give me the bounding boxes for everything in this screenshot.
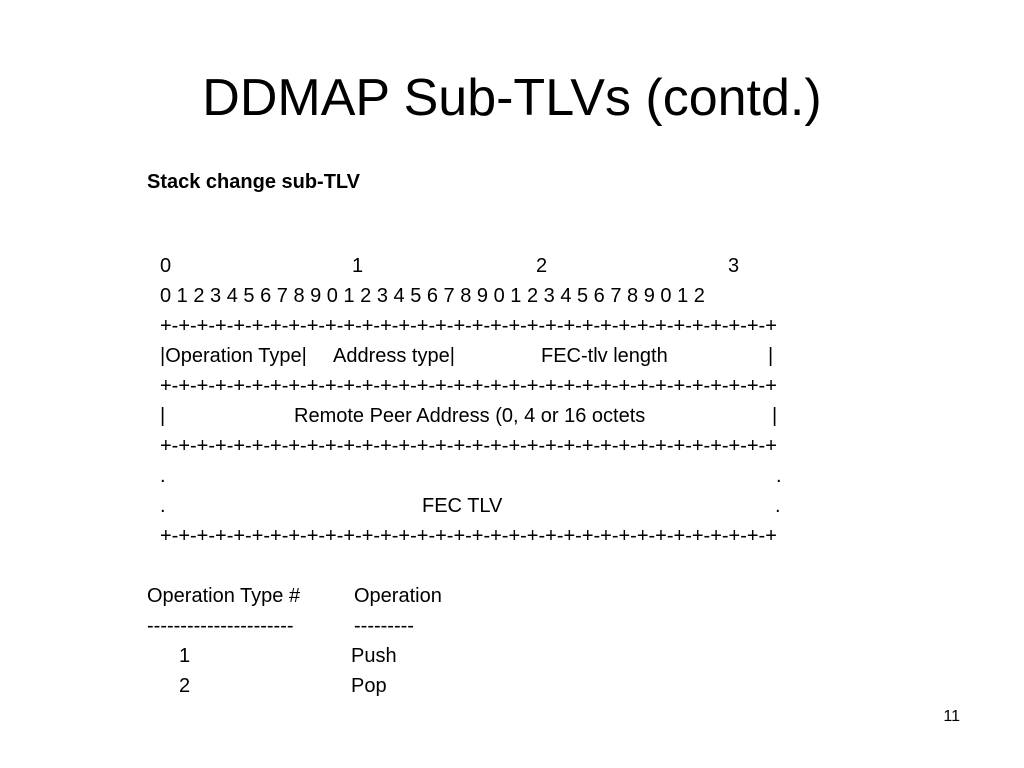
page-number: 11	[943, 708, 960, 725]
bit-tens-label: 2	[536, 255, 548, 277]
field-remote-peer-address: Remote Peer Address (0, 4 or 16 octets	[294, 405, 646, 427]
diagram-border: +-+-+-+-+-+-+-+-+-+-+-+-+-+-+-+-+-+-+-+-…	[0, 522, 1024, 552]
separator-operation: ---------	[354, 615, 414, 637]
right-bar: |	[772, 405, 778, 427]
operation-name: Pop	[351, 675, 387, 697]
bit-ones-row: 0 1 2 3 4 5 6 7 8 9 0 1 2 3 4 5 6 7 8 9 …	[0, 282, 1024, 312]
slide-title: DDMAP Sub-TLVs (contd.)	[202, 69, 822, 127]
operation-type-number: 2	[179, 675, 191, 697]
operation-table-separator: ---------------------- ---------	[0, 612, 1024, 642]
diagram-border: +-+-+-+-+-+-+-+-+-+-+-+-+-+-+-+-+-+-+-+-…	[0, 432, 1024, 462]
diagram-row-header-fields: |Operation Type| Address type| FEC-tlv l…	[0, 342, 1024, 372]
separator-type: ----------------------	[147, 615, 294, 637]
bit-tens-label: 0	[160, 255, 172, 277]
border-line: +-+-+-+-+-+-+-+-+-+-+-+-+-+-+-+-+-+-+-+-…	[160, 525, 777, 547]
right-bar: |	[768, 345, 774, 367]
right-dot: .	[775, 495, 781, 517]
left-dot: .	[160, 495, 166, 517]
field-operation-type: |Operation Type|	[160, 345, 307, 367]
bit-tens-label: 1	[352, 255, 364, 277]
section-subtitle: Stack change sub-TLV	[147, 171, 361, 193]
border-line: +-+-+-+-+-+-+-+-+-+-+-+-+-+-+-+-+-+-+-+-…	[160, 315, 777, 337]
operation-name: Push	[351, 645, 397, 667]
operation-type-number: 1	[179, 645, 191, 667]
border-line: +-+-+-+-+-+-+-+-+-+-+-+-+-+-+-+-+-+-+-+-…	[160, 435, 777, 457]
bit-tens-row: 0 1 2 3	[0, 252, 1024, 282]
diagram-row-dots: . .	[0, 462, 1024, 492]
table-row: 2 Pop	[0, 672, 1024, 702]
diagram-row-fec-tlv: . FEC TLV .	[0, 492, 1024, 522]
diagram-row-remote-peer: | Remote Peer Address (0, 4 or 16 octets…	[0, 402, 1024, 432]
field-fec-tlv: FEC TLV	[422, 495, 503, 517]
diagram-border: +-+-+-+-+-+-+-+-+-+-+-+-+-+-+-+-+-+-+-+-…	[0, 372, 1024, 402]
field-fec-tlv-length: FEC-tlv length	[541, 345, 668, 367]
diagram-border: +-+-+-+-+-+-+-+-+-+-+-+-+-+-+-+-+-+-+-+-…	[0, 312, 1024, 342]
bit-ones-label: 0 1 2 3 4 5 6 7 8 9 0 1 2 3 4 5 6 7 8 9 …	[160, 285, 705, 307]
operation-table-header: Operation Type # Operation	[0, 582, 1024, 612]
table-row: 1 Push	[0, 642, 1024, 672]
header-operation: Operation	[354, 585, 442, 607]
left-dot: .	[160, 465, 166, 487]
border-line: +-+-+-+-+-+-+-+-+-+-+-+-+-+-+-+-+-+-+-+-…	[160, 375, 777, 397]
bit-tens-label: 3	[728, 255, 740, 277]
left-bar: |	[160, 405, 166, 427]
field-address-type: Address type|	[333, 345, 455, 367]
header-operation-type: Operation Type #	[147, 585, 301, 607]
right-dot: .	[776, 465, 782, 487]
